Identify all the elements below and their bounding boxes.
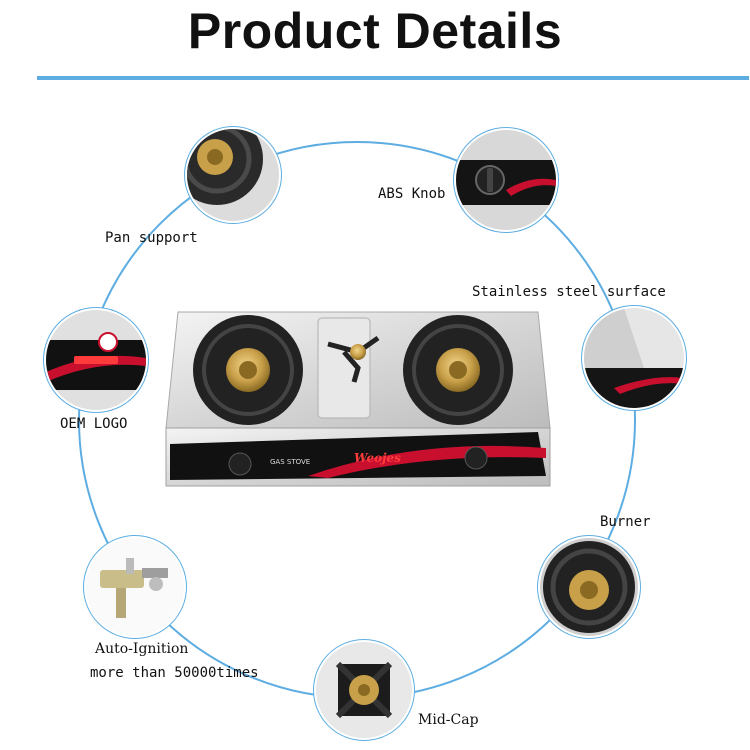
burner-icon xyxy=(540,538,638,636)
pan-support-icon xyxy=(187,129,279,221)
knob-icon xyxy=(456,130,556,230)
oem-logo-label: OEM LOGO xyxy=(60,416,128,432)
mid-cap-label: Mid-Cap xyxy=(418,712,479,728)
logo-icon xyxy=(46,310,146,410)
steel-surface-label: Stainless steel surface xyxy=(472,284,666,300)
auto-ignition-thumb xyxy=(86,538,184,636)
stove-brand-text: Weojes xyxy=(354,451,401,465)
burner-thumb xyxy=(540,538,638,636)
stove-model-text: GAS STOVE xyxy=(270,458,310,466)
right-burner xyxy=(403,315,513,425)
mid-cap-thumb xyxy=(316,642,412,738)
page-title: Product Details xyxy=(187,3,563,59)
burner-label: Burner xyxy=(600,514,651,530)
ignition-icon xyxy=(86,538,184,636)
title-divider xyxy=(37,76,749,80)
pan-support-thumb xyxy=(187,129,279,221)
oem-logo-thumb xyxy=(46,310,146,410)
auto-ignition-label-line2: more than 50000times xyxy=(90,665,259,681)
left-burner xyxy=(193,315,303,425)
steel-surface-thumb xyxy=(584,308,684,408)
abs-knob-thumb xyxy=(456,130,556,230)
auto-ignition-label-line1: Auto-Ignition xyxy=(95,641,189,657)
mid-cap-icon xyxy=(316,642,412,738)
abs-knob-label: ABS Knob xyxy=(378,186,446,202)
gas-stove-image: GAS STOVE Weojes xyxy=(165,311,551,487)
steel-surface-icon xyxy=(584,308,684,408)
pan-support-label: Pan support xyxy=(105,230,198,246)
